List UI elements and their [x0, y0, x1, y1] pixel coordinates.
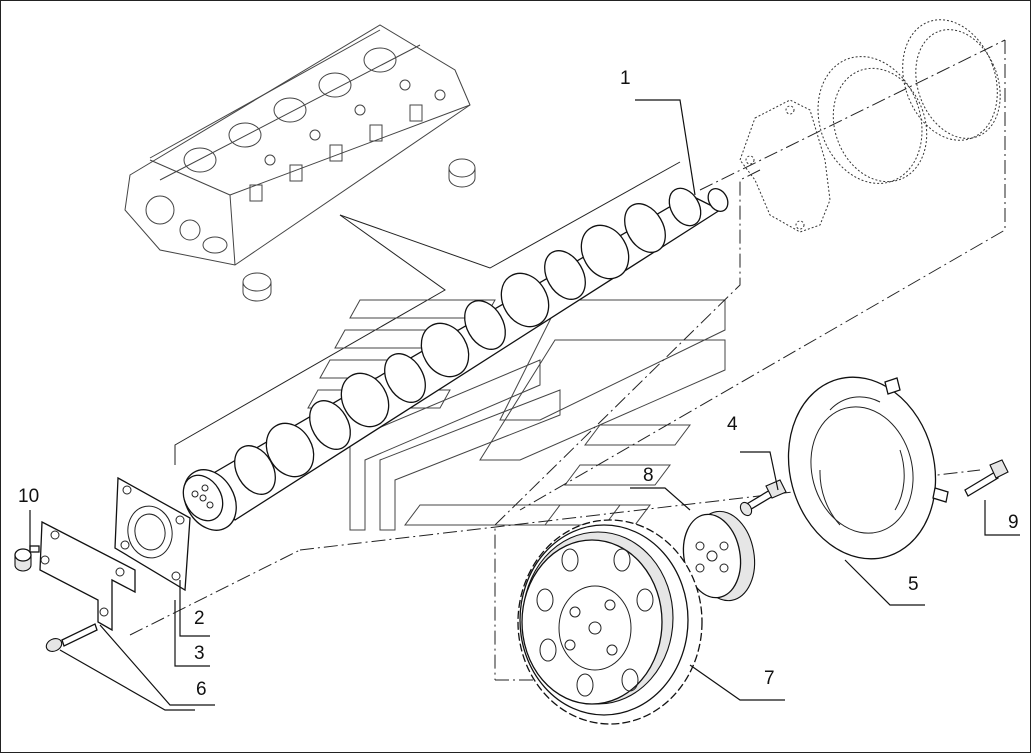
alignment-axes: [129, 39, 1006, 681]
callout-9: 9: [1008, 512, 1019, 533]
bolt-part: [739, 479, 787, 517]
callout-6: 6: [196, 679, 207, 700]
tone-wheel-part: [787, 376, 949, 560]
camshaft: [182, 187, 729, 531]
screw-part: [45, 623, 98, 652]
callout-2: 2: [194, 608, 205, 629]
leader-lines: [29, 99, 1020, 711]
timing-housing-ghost: [739, 19, 1001, 233]
callout-7: 7: [764, 668, 775, 689]
cylinder-head-illustration: [124, 24, 476, 302]
cover-plate-part: [39, 520, 136, 632]
callout-8: 8: [643, 465, 654, 486]
callout-3: 3: [194, 643, 205, 664]
callout-10: 10: [18, 486, 39, 507]
rubber-bumper-part: [14, 545, 40, 572]
callout-5: 5: [908, 574, 919, 595]
callout-1: 1: [620, 68, 631, 89]
bolt-part: [964, 459, 1009, 497]
reference-lines: [174, 161, 681, 465]
callout-4: 4: [727, 414, 738, 435]
hub-part: [682, 510, 756, 602]
gasket-part: [114, 476, 191, 592]
camshaft-gear-part: [517, 519, 703, 725]
